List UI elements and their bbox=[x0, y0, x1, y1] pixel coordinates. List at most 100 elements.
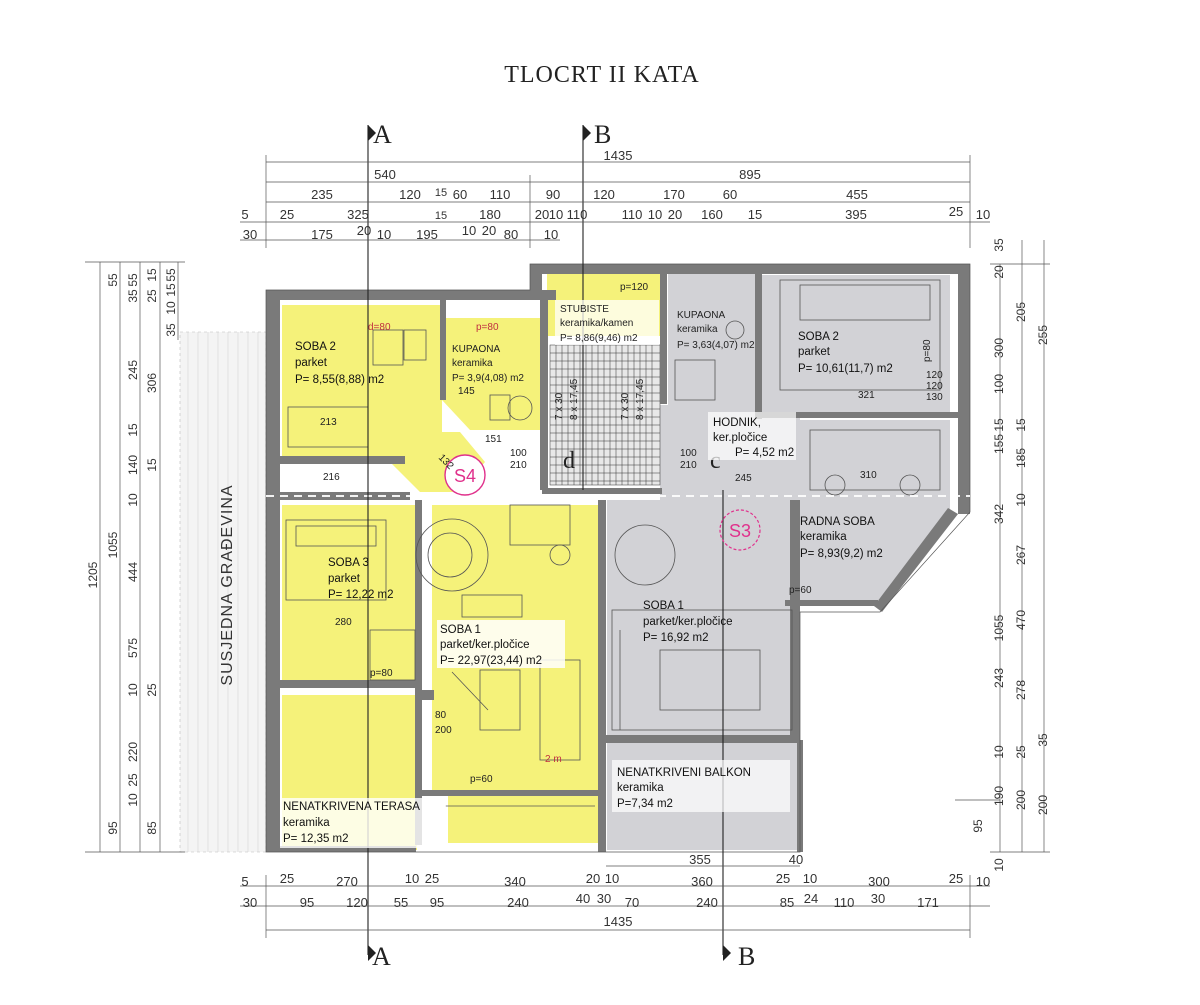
stair-mark-d: d bbox=[563, 448, 575, 474]
svg-text:342: 342 bbox=[992, 504, 1006, 524]
right-dimension-lines bbox=[955, 240, 1050, 853]
svg-text:P= 8,86(9,46) m2: P= 8,86(9,46) m2 bbox=[560, 333, 638, 344]
svg-text:210: 210 bbox=[680, 460, 697, 471]
svg-text:180: 180 bbox=[479, 207, 501, 222]
svg-text:p=60: p=60 bbox=[789, 585, 812, 596]
svg-text:95: 95 bbox=[300, 895, 314, 910]
svg-text:30: 30 bbox=[597, 891, 611, 906]
svg-text:20: 20 bbox=[668, 207, 682, 222]
svg-text:300: 300 bbox=[868, 874, 890, 889]
svg-text:p=60: p=60 bbox=[470, 774, 493, 785]
room-s4-soba2: SOBA 2 parket P= 8,55(8,88) m2 bbox=[295, 341, 384, 386]
section-mark-b-top: B bbox=[594, 120, 611, 149]
svg-text:60: 60 bbox=[453, 187, 467, 202]
svg-text:40: 40 bbox=[789, 852, 803, 867]
svg-text:5: 5 bbox=[241, 207, 248, 222]
svg-text:10: 10 bbox=[976, 207, 990, 222]
svg-text:P= 12,22 m2: P= 12,22 m2 bbox=[328, 589, 394, 601]
svg-text:keramika: keramika bbox=[283, 817, 330, 829]
svg-text:10: 10 bbox=[803, 871, 817, 886]
svg-text:30: 30 bbox=[243, 227, 257, 242]
svg-text:20: 20 bbox=[357, 223, 371, 238]
svg-text:KUPAONA: KUPAONA bbox=[452, 344, 500, 355]
svg-text:STUBISTE: STUBISTE bbox=[560, 304, 609, 315]
svg-text:P= 3,9(4,08) m2: P= 3,9(4,08) m2 bbox=[452, 373, 524, 384]
bottom-dimension-lines bbox=[240, 865, 990, 938]
svg-text:110: 110 bbox=[567, 207, 588, 222]
svg-text:15: 15 bbox=[748, 207, 762, 222]
zone-s3-label: S3 bbox=[729, 521, 751, 541]
svg-text:P= 16,92 m2: P= 16,92 m2 bbox=[643, 632, 709, 644]
svg-text:10: 10 bbox=[549, 207, 563, 222]
svg-text:120: 120 bbox=[926, 381, 943, 392]
room-s3-soba1: SOBA 1 parket/ker.pločice P= 16,92 m2 bbox=[643, 600, 733, 644]
section-mark-a-top: A bbox=[373, 120, 392, 149]
svg-text:95: 95 bbox=[971, 819, 985, 833]
svg-text:243: 243 bbox=[992, 668, 1006, 688]
svg-text:444: 444 bbox=[126, 562, 140, 582]
svg-text:P= 8,55(8,88) m2: P= 8,55(8,88) m2 bbox=[295, 374, 384, 386]
svg-text:P= 4,52 m2: P= 4,52 m2 bbox=[735, 447, 794, 459]
svg-text:1055: 1055 bbox=[992, 614, 1006, 641]
svg-text:10: 10 bbox=[605, 871, 619, 886]
svg-text:p=120: p=120 bbox=[620, 282, 649, 293]
svg-text:24: 24 bbox=[804, 891, 818, 906]
svg-text:540: 540 bbox=[374, 167, 396, 182]
svg-text:235: 235 bbox=[311, 187, 333, 202]
zone-marker-s4: S4 bbox=[444, 454, 486, 496]
svg-text:P=7,34 m2: P=7,34 m2 bbox=[617, 798, 673, 810]
section-mark-a-bottom: A bbox=[372, 942, 391, 971]
svg-text:216: 216 bbox=[323, 472, 340, 483]
svg-text:280: 280 bbox=[335, 617, 352, 628]
svg-text:175: 175 bbox=[311, 227, 333, 242]
svg-text:keramika/kamen: keramika/kamen bbox=[560, 318, 633, 329]
svg-text:120: 120 bbox=[926, 370, 943, 381]
svg-text:10: 10 bbox=[126, 493, 140, 507]
svg-text:10: 10 bbox=[992, 858, 1006, 872]
svg-text:240: 240 bbox=[696, 895, 718, 910]
svg-text:2 m: 2 m bbox=[545, 754, 562, 765]
svg-text:SOBA 2: SOBA 2 bbox=[295, 341, 336, 353]
svg-text:10: 10 bbox=[544, 227, 558, 242]
svg-text:278: 278 bbox=[1014, 680, 1028, 700]
svg-text:55: 55 bbox=[126, 273, 140, 287]
svg-text:195: 195 bbox=[416, 227, 438, 242]
svg-text:190: 190 bbox=[992, 786, 1006, 806]
svg-text:25: 25 bbox=[280, 871, 294, 886]
svg-text:80: 80 bbox=[504, 227, 518, 242]
svg-text:85: 85 bbox=[780, 895, 794, 910]
svg-text:395: 395 bbox=[845, 207, 867, 222]
section-mark-b-bottom: B bbox=[738, 942, 755, 971]
svg-text:85: 85 bbox=[145, 821, 159, 835]
svg-text:30: 30 bbox=[243, 895, 257, 910]
svg-text:parket/ker.pločice: parket/ker.pločice bbox=[440, 639, 530, 651]
svg-text:35: 35 bbox=[992, 238, 1006, 252]
svg-text:25: 25 bbox=[126, 773, 140, 787]
bottom-dimensions: 355 40 5 25 270 10 25 340 20 10 360 25 1… bbox=[241, 852, 990, 929]
svg-text:171: 171 bbox=[917, 895, 939, 910]
svg-text:120: 120 bbox=[399, 187, 421, 202]
svg-text:55: 55 bbox=[394, 895, 408, 910]
left-dimension-lines bbox=[85, 261, 185, 853]
svg-text:245: 245 bbox=[735, 473, 752, 484]
top-dimension-lines bbox=[240, 155, 990, 248]
svg-text:P= 3,63(4,07) m2: P= 3,63(4,07) m2 bbox=[677, 340, 755, 351]
svg-text:140: 140 bbox=[126, 455, 140, 475]
svg-text:10: 10 bbox=[405, 871, 419, 886]
svg-text:15: 15 bbox=[435, 187, 447, 199]
svg-text:8 x 17,45: 8 x 17,45 bbox=[635, 378, 646, 420]
svg-text:355: 355 bbox=[689, 852, 711, 867]
svg-text:455: 455 bbox=[846, 187, 868, 202]
svg-text:80: 80 bbox=[435, 710, 447, 721]
svg-text:310: 310 bbox=[860, 470, 877, 481]
svg-text:keramika: keramika bbox=[452, 358, 493, 369]
svg-text:120: 120 bbox=[346, 895, 368, 910]
svg-text:210: 210 bbox=[510, 460, 527, 471]
svg-text:15: 15 bbox=[145, 268, 159, 282]
svg-text:200: 200 bbox=[1014, 790, 1028, 810]
left-dimensions: 1205 1055 55 35 25 245 15 140 10 444 575… bbox=[86, 268, 178, 835]
svg-text:8 x 17,45: 8 x 17,45 bbox=[569, 378, 580, 420]
svg-text:35: 35 bbox=[126, 289, 140, 303]
svg-text:100: 100 bbox=[510, 448, 527, 459]
